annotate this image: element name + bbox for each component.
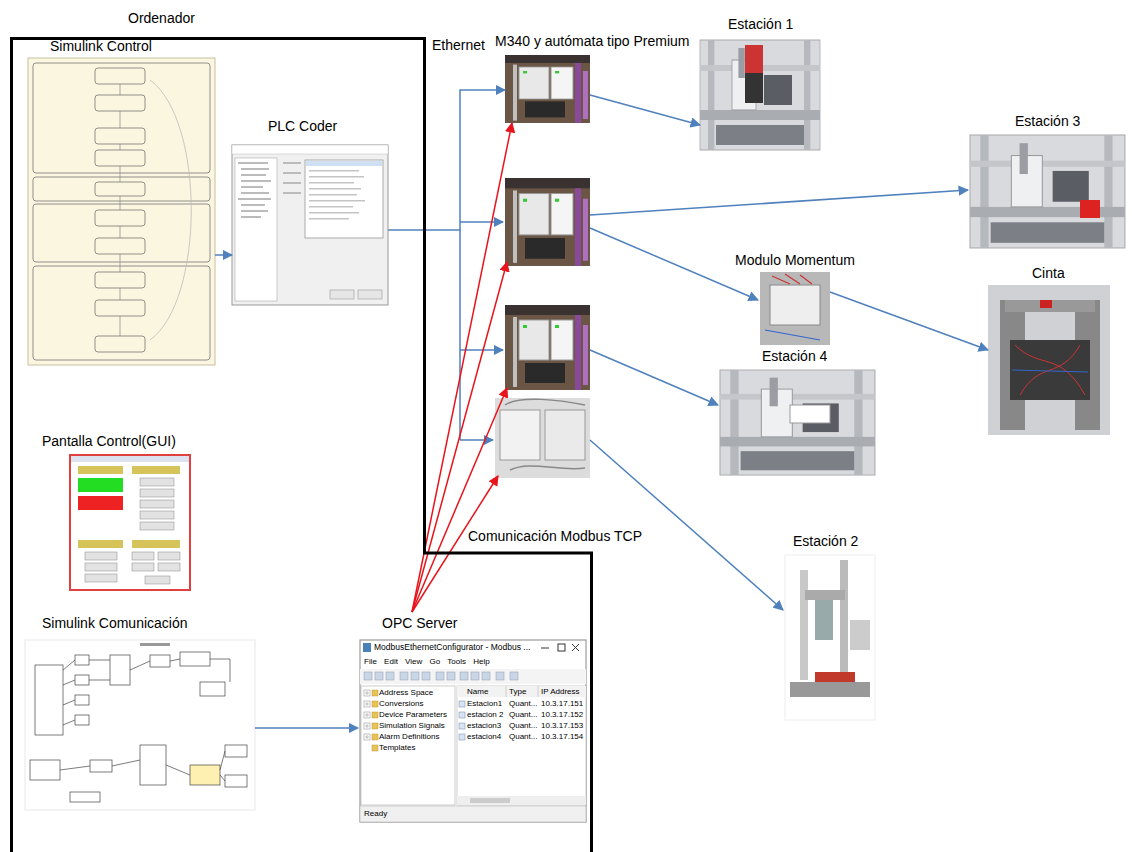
node-title: Simulink Control — [50, 38, 152, 54]
gui-screen: Pantalla Control(GUI) — [70, 455, 190, 590]
node-title: Ordenador — [128, 10, 195, 26]
simulink-model — [25, 640, 255, 810]
window-title: ModbusEthernetConfigurator - Modbus ... — [374, 643, 530, 652]
opc-window — [360, 640, 586, 822]
tree-item: Address Space — [379, 689, 433, 698]
menu-bar: File Edit View Go Tools Help — [364, 658, 490, 667]
node-title: Modulo Momentum — [735, 252, 855, 268]
station-photo: Estación 2 — [785, 555, 875, 720]
station-photo — [700, 40, 1125, 720]
computer-region: OrdenadorSimulink ControlPLC CoderPantal… — [10, 37, 593, 852]
node-title: Simulink Comunicación — [42, 615, 188, 631]
stateflow-chart: Simulink Control — [28, 58, 215, 365]
table-cell: 10.3.17.154 — [541, 733, 583, 742]
node-title: Estación 3 — [1015, 113, 1080, 129]
stateflow-chart — [28, 58, 215, 365]
node-title: Estación 4 — [762, 348, 827, 364]
status-bar: Ready — [364, 810, 387, 819]
node-title: M340 y autómata tipo Premium — [495, 33, 690, 49]
ethernet-wire — [460, 190, 968, 610]
momentum-photo — [760, 272, 830, 345]
table-cell: estacion 2 — [467, 711, 503, 720]
ethernet-arrow — [830, 292, 988, 350]
station-photo: Estación 4 — [720, 370, 875, 475]
table-cell: estacion4 — [467, 733, 501, 742]
conveyor-photo: Cinta — [988, 285, 1110, 435]
tree-item: Device Parameters — [379, 711, 447, 720]
plc-coder-dialog — [232, 145, 388, 305]
node-title: PLC Coder — [268, 118, 337, 134]
table-cell: 10.3.17.151 — [541, 700, 583, 709]
column-header: IP Address — [541, 688, 580, 697]
ethernet-arrow — [388, 90, 505, 230]
column-header: Name — [467, 688, 488, 697]
table-cell: Estacion1 — [467, 700, 502, 709]
tree-item: Alarm Definitions — [379, 733, 439, 742]
node-title: Estación 1 — [728, 16, 793, 32]
tree-item: Conversions — [379, 700, 423, 709]
table-cell: 10.3.17.153 — [541, 722, 583, 731]
ethernet-arrow — [215, 254, 232, 256]
table-cell: Quant... — [509, 722, 537, 731]
tree-item: Templates — [379, 744, 415, 753]
table-cell: 10.3.17.152 — [541, 711, 583, 720]
plc-photo: M340 y autómata tipo Premium — [505, 55, 590, 123]
node-title: Pantalla Control(GUI) — [42, 433, 176, 449]
modbus-wire — [412, 262, 507, 612]
gui-screenshot — [70, 455, 190, 590]
node-title: OPC Server — [382, 615, 457, 631]
ethernet-arrow — [590, 95, 700, 125]
table-cell: Quant... — [509, 711, 537, 720]
plc-coder-window: PLC Coder — [232, 145, 388, 305]
plc-photo — [495, 55, 590, 478]
node-title: Cinta — [1032, 265, 1065, 281]
ethernet-arrow — [255, 727, 358, 729]
momentum-photo: Modulo Momentum — [760, 272, 830, 345]
node-title: Estación 2 — [793, 533, 858, 549]
simulink-model: Simulink Comunicación — [25, 640, 255, 810]
conveyor-photo — [988, 285, 1110, 435]
station-photo: Estación 1 — [700, 40, 820, 150]
table-cell: Quant... — [509, 700, 537, 709]
protocol-label: Comunicación Modbus TCP — [468, 529, 642, 544]
network-label: Ethernet — [432, 38, 485, 53]
station-photo: Estación 3 — [970, 135, 1125, 248]
column-header: Type — [509, 688, 526, 697]
table-cell: estacion3 — [467, 722, 501, 731]
tree-item: Simulation Signals — [379, 722, 445, 731]
table-cell: Quant... — [509, 733, 537, 742]
